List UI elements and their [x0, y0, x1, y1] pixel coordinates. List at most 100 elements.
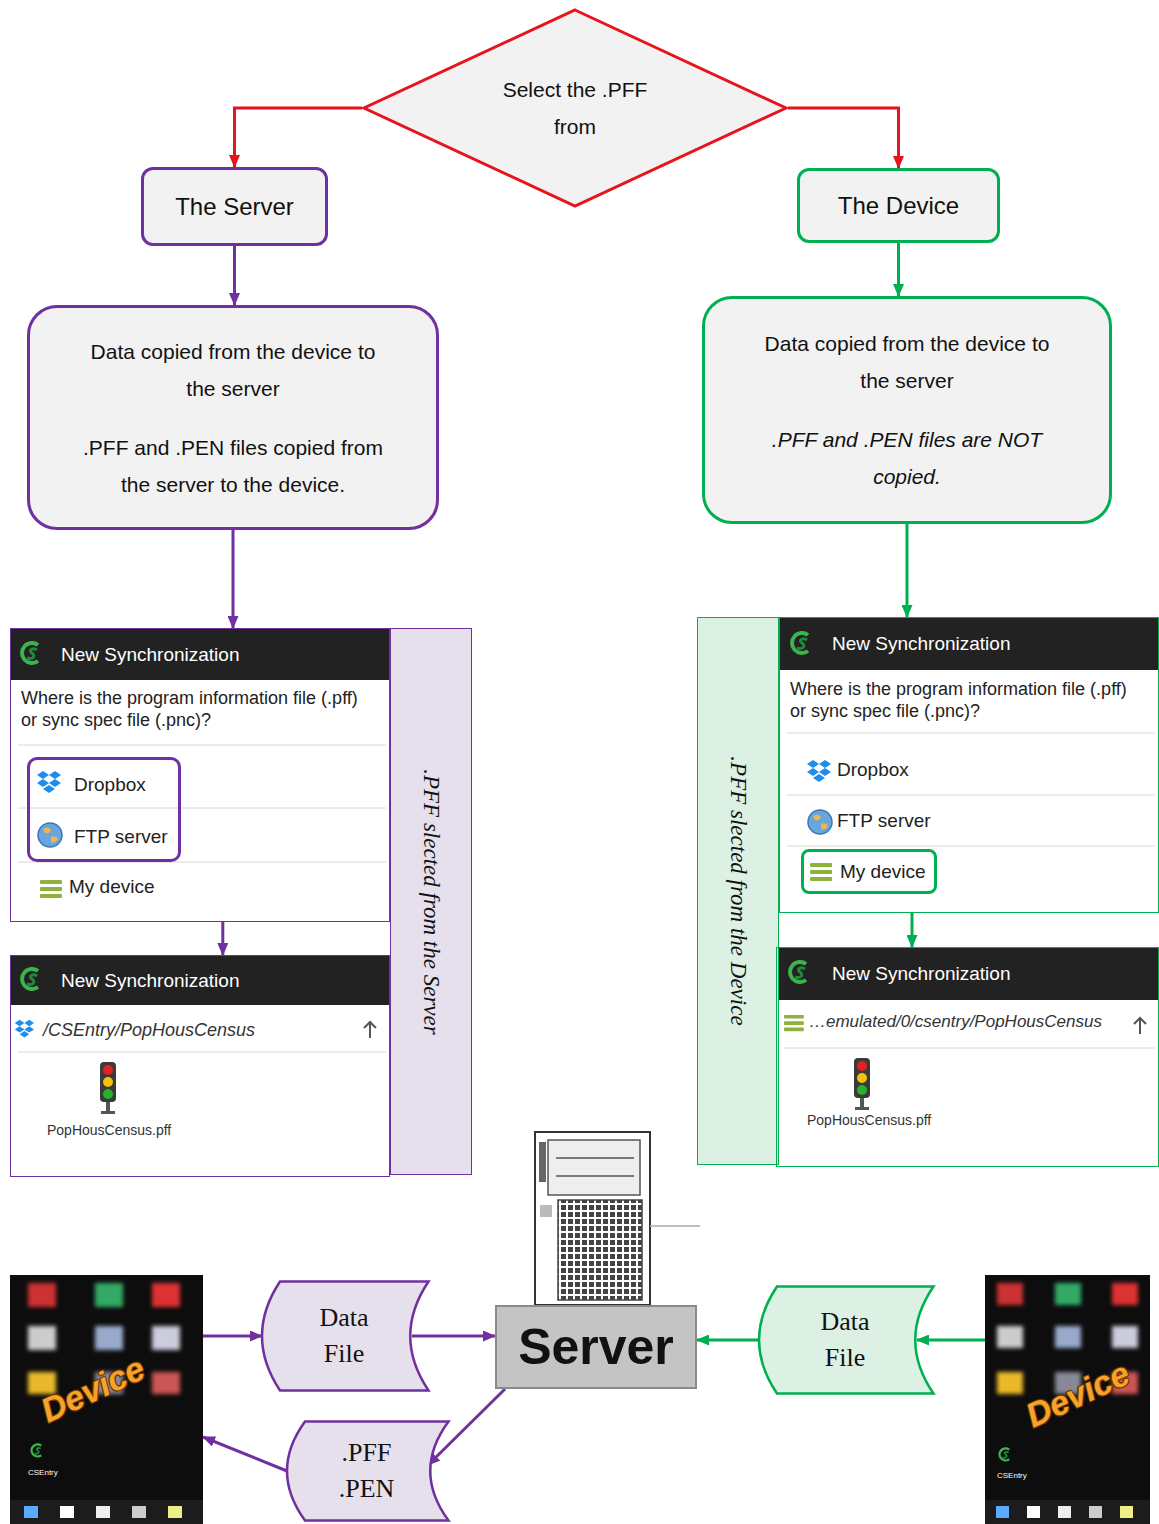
device-screen-right — [1112, 1326, 1138, 1348]
screenshot-separators — [784, 1048, 1155, 1049]
process-box-text: .PFF and .PEN files copied from the serv… — [78, 429, 388, 503]
screenshot-separators — [18, 1052, 386, 1053]
device-screen-right — [1055, 1283, 1081, 1305]
data-store-text: Data File — [805, 1304, 885, 1376]
text-group: Server — [518, 1318, 674, 1376]
screenshot-title-bars — [10, 955, 390, 1005]
data-store-outline — [755, 1285, 935, 1395]
device-screen-left — [95, 1283, 123, 1307]
device-screen-right — [1000, 1448, 1010, 1460]
branch-box-text: The Server — [175, 193, 294, 221]
data-store-outline — [258, 1280, 430, 1392]
screenshot-icons — [784, 1015, 804, 1031]
device-screen-left — [28, 1283, 56, 1307]
server-box: Server — [495, 1305, 697, 1389]
server-tower — [539, 1142, 546, 1182]
text-group: Data copied from the device to the serve… — [78, 333, 388, 503]
device-screen-left — [32, 1444, 42, 1456]
app-screenshot-text: FTP server — [837, 810, 931, 832]
branch-box: The Server — [141, 167, 328, 246]
screenshot-icons — [100, 1062, 116, 1114]
server-tower — [558, 1200, 642, 1300]
device-screen-right — [985, 1275, 1150, 1524]
process-box: Data copied from the device to the serve… — [27, 305, 439, 530]
data-store-text: .PFF .PEN — [332, 1435, 402, 1507]
process-box-text: Data copied from the device to the serve… — [752, 325, 1062, 399]
data-store-text: Data File — [304, 1300, 384, 1372]
branch-box: The Device — [797, 168, 1000, 243]
connector-arrow — [233, 246, 236, 305]
server-tower — [548, 1140, 640, 1195]
app-screenshot-text: /CSEntry/PopHousCensus — [43, 1020, 255, 1041]
device-screen-left — [10, 1500, 203, 1524]
screenshot-logos — [22, 643, 38, 663]
app-screenshot-text: Where is the program information file (.… — [790, 678, 1146, 722]
device-screen-left — [28, 1326, 56, 1350]
screenshot-icons — [1134, 1018, 1146, 1034]
app-screenshot-text: New Synchronization — [61, 956, 239, 1006]
app-screenshot-text: …emulated/0/csentry/PopHousCensus — [809, 1012, 1102, 1032]
device-screen-left — [60, 1506, 74, 1518]
app-screenshot: New Synchronization…emulated/0/csentry/P… — [776, 947, 1159, 1167]
screenshot-icons — [807, 760, 831, 782]
highlight-box: My device — [801, 849, 937, 894]
text-group: Data File — [805, 1304, 885, 1376]
device-screen-left — [95, 1326, 123, 1350]
connector-arrow — [203, 1335, 262, 1338]
device-screen-left — [152, 1326, 180, 1350]
device-screen-right — [1000, 1448, 1010, 1460]
branch-box-text: The Device — [838, 192, 959, 220]
decision-diamond-outline — [362, 8, 788, 208]
data-store-outline — [262, 1282, 429, 1391]
highlight-box-text: My device — [840, 861, 926, 883]
connector-arrow — [412, 1335, 495, 1338]
device-screen-right — [1058, 1506, 1071, 1518]
device-screen-left — [96, 1506, 110, 1518]
app-screenshot-text: New Synchronization — [832, 618, 1010, 670]
app-screenshot-text: Where is the program information file (.… — [21, 687, 377, 731]
device-screen-right — [1112, 1283, 1138, 1305]
screenshot-title-bars — [776, 947, 1159, 1000]
device-text: CSEntry — [997, 1471, 1027, 1480]
screenshot-separators — [787, 846, 1155, 847]
screenshot-title-bars — [10, 628, 390, 680]
device-screen-left — [152, 1372, 180, 1394]
screenshot-title-bars — [779, 617, 1159, 670]
connector-arrow — [221, 922, 224, 955]
text-group: The Server — [175, 193, 294, 221]
device-screen-right — [985, 1275, 1150, 1524]
decision-diamond-outline — [364, 10, 786, 206]
connector-arrow — [232, 530, 235, 628]
device-screen-right — [1120, 1506, 1133, 1518]
highlight-box: DropboxFTP server — [27, 757, 181, 862]
screenshot-icons — [15, 1020, 34, 1038]
text-group: Data copied from the device to the serve… — [752, 325, 1062, 495]
screenshot-icons — [38, 823, 62, 847]
screenshot-separators — [18, 733, 1155, 1052]
decision-diamond-text: Select the .PFF from — [490, 71, 660, 145]
data-store-outline — [759, 1287, 934, 1394]
data-store-outline — [283, 1420, 450, 1522]
device-screen-right — [996, 1506, 1009, 1518]
device-screen-left — [168, 1506, 182, 1518]
text-group: .PFF .PEN — [332, 1435, 402, 1507]
server-box-text: Server — [518, 1318, 674, 1376]
process-box-text: Data copied from the device to the serve… — [78, 333, 388, 407]
screenshot-logos — [22, 969, 38, 989]
device-text: Device — [35, 1349, 151, 1431]
connector-arrow — [235, 108, 363, 167]
screenshot-separators — [787, 795, 1155, 796]
device-screen-right — [997, 1283, 1023, 1305]
screenshot-separators — [787, 733, 1155, 734]
screenshot-logos — [790, 962, 806, 982]
text-group: Select the .PFF from — [490, 71, 660, 145]
highlight-box-text: FTP server — [74, 826, 168, 848]
server-tower — [556, 1175, 634, 1177]
text-group: Data File — [304, 1300, 384, 1372]
device-screen-left — [132, 1506, 146, 1518]
server-tower — [535, 1132, 700, 1305]
screenshot-icons — [15, 1020, 34, 1038]
decision-diamond: Select the .PFF from — [362, 8, 788, 208]
screenshot-icons — [37, 771, 61, 793]
device-screen-left — [32, 1444, 42, 1456]
